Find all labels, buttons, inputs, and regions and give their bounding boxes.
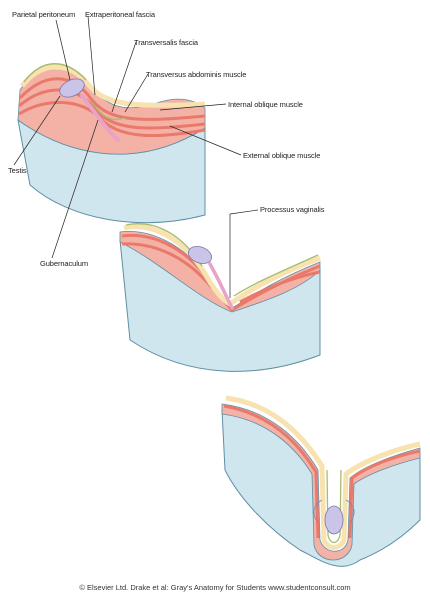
stage-3-block: [222, 398, 420, 566]
label-internal-oblique: Internal oblique muscle: [228, 101, 303, 109]
label-external-oblique: External oblique muscle: [243, 152, 320, 160]
stage-2-block: [120, 224, 320, 372]
label-extraperitoneal-fascia: Extraperitoneal fascia: [85, 11, 155, 19]
label-transversus-abdominis: Transversus abdominis muscle: [146, 71, 246, 79]
label-transversalis-fascia: Transversalis fascia: [134, 39, 198, 47]
label-gubernaculum: Gubernaculum: [40, 260, 88, 268]
label-processus-vaginalis: Processus vaginalis: [260, 206, 324, 214]
label-parietal-peritoneum: Parietal peritoneum: [12, 11, 75, 19]
label-testis: Testis: [8, 167, 27, 175]
copyright-credit: © Elsevier Ltd. Drake et al: Gray's Anat…: [0, 583, 430, 592]
stage-1-block: [18, 64, 205, 223]
